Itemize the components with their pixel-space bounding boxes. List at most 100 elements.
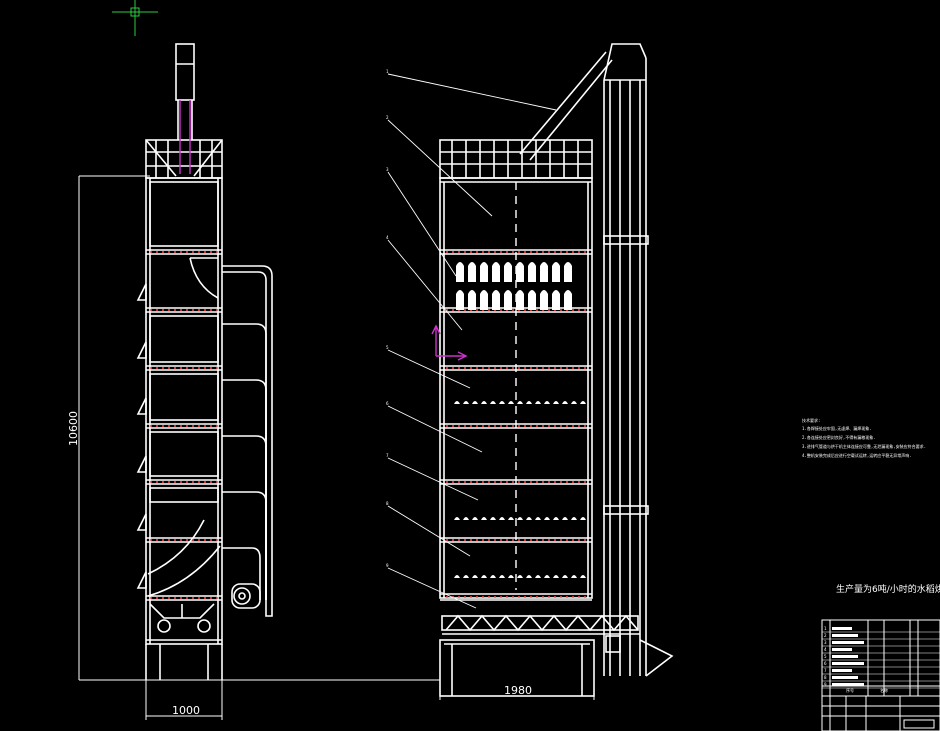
title-row-number: 2 [824, 633, 827, 638]
front-width-dimension [439, 695, 595, 700]
angle-channel [553, 517, 559, 520]
angle-channel [472, 517, 478, 520]
title-row-number: 8 [824, 675, 827, 680]
side-width-label: 1000 [172, 704, 200, 717]
leader-number: 5 [386, 345, 389, 350]
side-view [136, 43, 273, 680]
grain-nozzle [492, 290, 500, 310]
grain-nozzle [516, 262, 524, 282]
title-footer-label: 名称 [880, 687, 888, 693]
leader-number: 2 [386, 115, 389, 120]
title-row-number: 1 [824, 626, 827, 631]
grain-nozzle [456, 290, 464, 310]
title-row-number: 7 [824, 668, 827, 673]
leader-number: 8 [386, 501, 389, 506]
angle-channel [508, 401, 514, 404]
tech-note-line: 2.各连接处应密封良好,不得有漏粮现象. [802, 434, 876, 440]
title-row-entry [832, 683, 864, 686]
drawing-title: 生产量为6吨/小时的水稻烘 [836, 583, 940, 595]
angle-channel [463, 575, 469, 578]
angle-channel [472, 575, 478, 578]
angle-channel [454, 401, 460, 404]
tech-note-line: 4.整机安装完成后应进行空载试运转,运转应平稳无异常声响. [802, 452, 912, 458]
title-footer-label: 序号 [846, 687, 854, 693]
grain-nozzle [516, 290, 524, 310]
angle-channel [517, 401, 523, 404]
angle-channel [499, 575, 505, 578]
leader-number: 6 [386, 401, 389, 406]
title-row-entry [832, 641, 864, 644]
angle-channel [481, 401, 487, 404]
angle-channel [454, 517, 460, 520]
angle-channel [544, 517, 550, 520]
angle-channel [508, 517, 514, 520]
leader-number: 9 [386, 563, 389, 568]
angle-channel [481, 517, 487, 520]
angle-channel [463, 401, 469, 404]
title-row-number: 3 [824, 640, 827, 645]
angle-channel [580, 401, 586, 404]
title-row-number: 4 [824, 647, 827, 652]
angle-channel [580, 575, 586, 578]
grain-nozzle [552, 262, 560, 282]
title-row-number: 6 [824, 661, 827, 666]
angle-channel [571, 401, 577, 404]
height-dimension-label: 10600 [67, 411, 80, 446]
tech-note-line: 1.各焊接处应牢固,无虚焊、漏焊现象. [802, 425, 872, 431]
title-row-entry [832, 627, 852, 630]
chimney-centerlines [179, 100, 191, 174]
title-block-footer: 序号 名称 [846, 687, 888, 693]
angle-channel [463, 517, 469, 520]
angle-channel-rows [454, 401, 586, 578]
title-row-number: 5 [824, 654, 827, 659]
grain-nozzle [480, 262, 488, 282]
grain-nozzle [468, 290, 476, 310]
angle-channel [472, 401, 478, 404]
grain-nozzle [564, 290, 572, 310]
grain-nozzle [528, 290, 536, 310]
grain-nozzle [540, 290, 548, 310]
angle-channel [562, 575, 568, 578]
angle-channel [526, 575, 532, 578]
angle-channel [562, 401, 568, 404]
technical-notes: 技术要求: 1.各焊接处应牢固,无虚焊、漏焊现象. 2.各连接处应密封良好,不得… [802, 417, 926, 458]
tech-note-line: 3.进排气管道与烘干机主体连接应可靠,无泄漏现象,安装应符合要求. [802, 443, 926, 449]
angle-channel [526, 517, 532, 520]
angle-channel [490, 401, 496, 404]
angle-channel [499, 401, 505, 404]
grain-nozzle [480, 290, 488, 310]
title-row-entry [832, 669, 852, 672]
grain-nozzle [456, 262, 464, 282]
angle-channel [571, 575, 577, 578]
leader-number: 4 [386, 235, 389, 240]
angle-channel [580, 517, 586, 520]
crosshair-cursor-icon [112, 0, 158, 36]
tech-note-line: 技术要求: [802, 417, 820, 423]
angle-channel [562, 517, 568, 520]
part-leader-numbers: 1 2 3 4 5 6 7 8 9 [386, 69, 389, 568]
grain-nozzle [504, 290, 512, 310]
angle-channel [553, 575, 559, 578]
grain-nozzle [504, 262, 512, 282]
angle-channel [544, 575, 550, 578]
angle-channel [490, 517, 496, 520]
grain-nozzle-rows [456, 262, 572, 310]
angle-channel [517, 517, 523, 520]
angle-channel [490, 575, 496, 578]
title-row-entry [832, 634, 858, 637]
angle-channel [535, 575, 541, 578]
part-leader-lines [387, 73, 557, 609]
leader-number: 3 [386, 167, 389, 172]
angle-channel [508, 575, 514, 578]
side-view-section-marks [150, 251, 220, 599]
angle-channel [517, 575, 523, 578]
grain-nozzle [540, 262, 548, 282]
leader-number: 7 [386, 453, 389, 458]
title-row-entry [832, 676, 858, 679]
ucs-axis-icon [431, 324, 468, 361]
height-dimension [78, 175, 440, 681]
grain-nozzle [564, 262, 572, 282]
side-width-dimension [145, 680, 223, 720]
